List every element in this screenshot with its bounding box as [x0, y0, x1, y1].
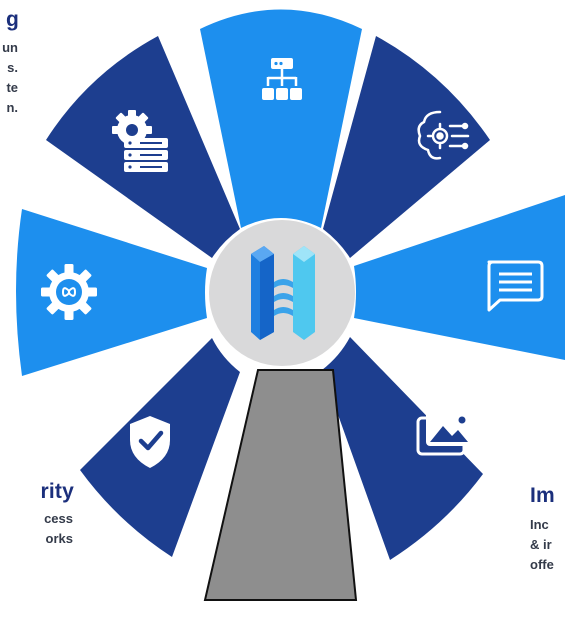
gear-server-icon: [112, 110, 168, 172]
bridge-logo-icon: [251, 246, 315, 340]
center-hub: [209, 220, 355, 366]
top-left-label-line-4: n.: [6, 100, 18, 115]
bottom-right-label-line-3: offe: [530, 557, 554, 572]
infinity-gear-icon: [41, 264, 97, 320]
ai-brain-circuit-icon: [417, 110, 470, 160]
bottom-right-label-line-2: & ir: [530, 537, 552, 552]
bottom-right-label-line-1: Inc: [530, 517, 549, 532]
sector-top: [200, 9, 362, 228]
bottom-left-label-line-1: cess: [44, 511, 73, 526]
image-gallery-icon: [416, 410, 472, 456]
sector-bottom-right: [322, 337, 483, 560]
server-network-icon: [262, 58, 302, 100]
chat-message-icon: [487, 260, 544, 312]
shield-check-icon: [130, 416, 170, 468]
top-left-label-title: g: [5, 8, 19, 31]
bottom-right-label-title: Im: [530, 484, 555, 507]
top-left-label-line-3: te: [6, 80, 18, 95]
bottom-left-label-title: rity: [40, 480, 74, 503]
bottom-left-label-line-2: orks: [45, 531, 73, 546]
sector-left: [16, 209, 207, 376]
pointer-wedge: [203, 369, 358, 601]
sector-top-right: [323, 36, 490, 258]
sector-right: [354, 195, 565, 360]
top-left-label-line-2: s.: [7, 60, 18, 75]
top-left-label-line-1: un: [2, 40, 18, 55]
